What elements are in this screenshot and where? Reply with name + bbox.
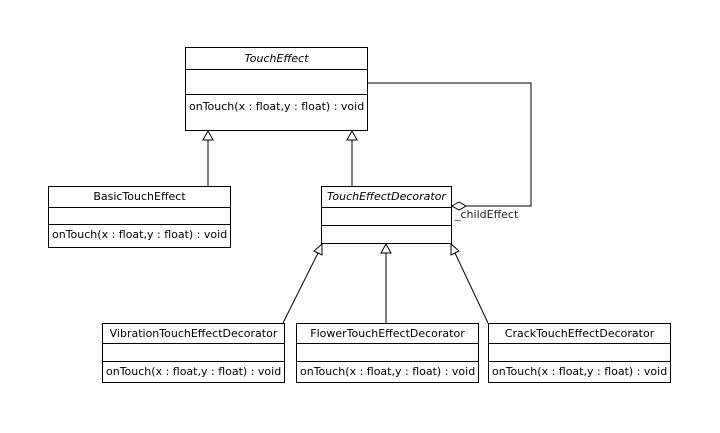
- generalization-flower-arrowhead: [380, 242, 392, 254]
- class-name: TouchEffect: [186, 48, 367, 70]
- operation-label: onTouch(x : float,y : float) : void: [492, 365, 668, 378]
- class-name: CrackTouchEffectDecorator: [489, 324, 670, 344]
- class-crack-touch-effect-decorator: CrackTouchEffectDecorator onTouch(x : fl…: [488, 323, 671, 383]
- generalization-decorator-arrowhead: [346, 129, 358, 141]
- attributes-compartment: [103, 344, 284, 362]
- class-flower-touch-effect-decorator: FlowerTouchEffectDecorator onTouch(x : f…: [296, 323, 479, 383]
- association-role-label: _childEffect: [455, 208, 519, 221]
- generalization-vibration-line: [282, 252, 319, 324]
- operation-label: onTouch(x : float,y : float) : void: [106, 365, 282, 378]
- attributes-compartment: [186, 70, 367, 95]
- operation-label: onTouch(x : float,y : float) : void: [189, 100, 365, 113]
- attributes-compartment: [322, 208, 451, 226]
- class-name: VibrationTouchEffectDecorator: [103, 324, 284, 344]
- generalization-basic-arrowhead: [202, 129, 214, 141]
- operation-label: onTouch(x : float,y : float) : void: [52, 228, 228, 241]
- class-name: BasicTouchEffect: [49, 187, 230, 208]
- class-touch-effect-decorator: TouchEffectDecorator: [321, 186, 452, 244]
- attributes-compartment: [49, 208, 230, 225]
- aggregation-child-effect-line: [368, 82, 532, 207]
- operations-compartment: [322, 226, 451, 243]
- class-basic-touch-effect: BasicTouchEffect onTouch(x : float,y : f…: [48, 186, 231, 248]
- attributes-compartment: [489, 344, 670, 362]
- class-vibration-touch-effect-decorator: VibrationTouchEffectDecorator onTouch(x …: [102, 323, 285, 383]
- class-name: TouchEffectDecorator: [322, 187, 451, 208]
- attributes-compartment: [297, 344, 478, 362]
- class-name: FlowerTouchEffectDecorator: [297, 324, 478, 344]
- operation-label: onTouch(x : float,y : float) : void: [300, 365, 476, 378]
- aggregation-diamond: [450, 201, 468, 211]
- class-touch-effect: TouchEffect onTouch(x : float,y : float)…: [185, 47, 368, 131]
- generalization-crack-line: [454, 252, 489, 324]
- generalization-crack-arrowhead: [450, 242, 460, 256]
- generalization-vibration-arrowhead: [313, 242, 323, 256]
